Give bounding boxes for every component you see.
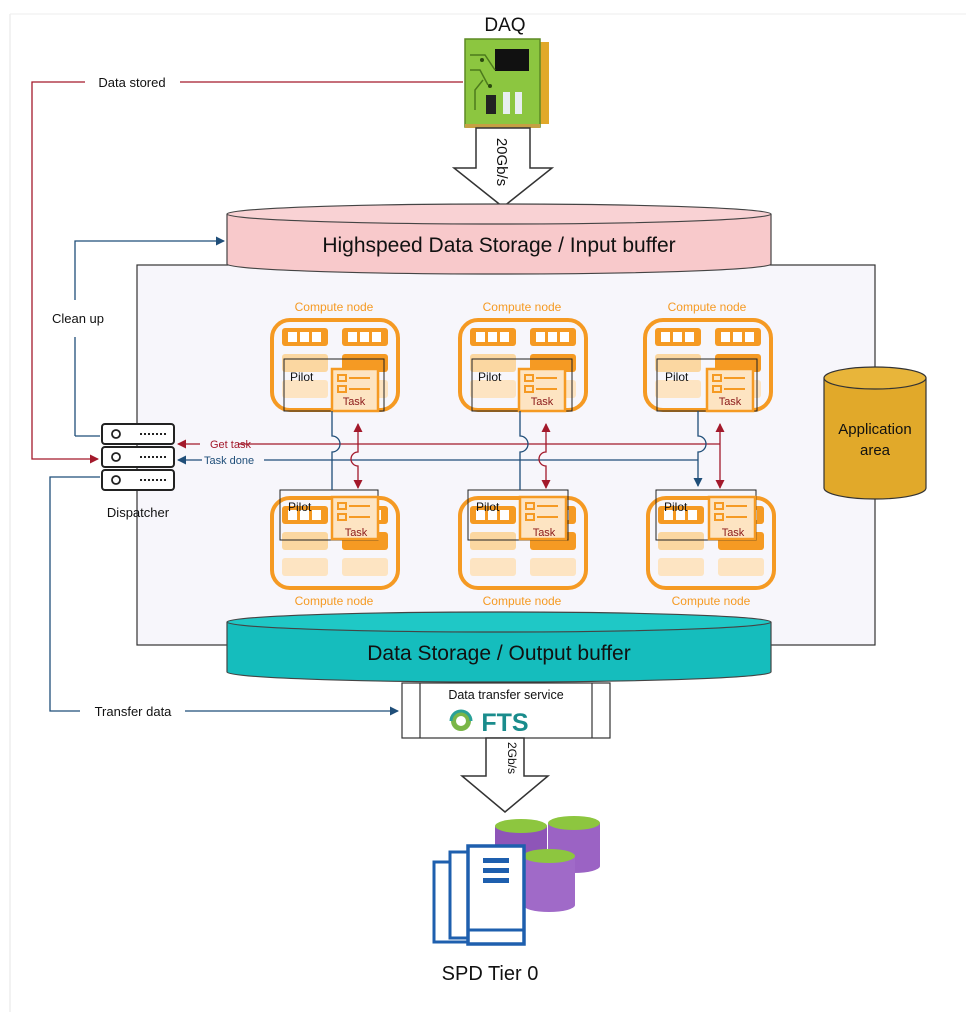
compute-node-6-title: Compute node xyxy=(672,594,751,608)
input-buffer-cylinder xyxy=(226,203,772,275)
compute-node-2-pilot: Pilot xyxy=(478,370,502,384)
compute-node-2-title: Compute node xyxy=(483,300,562,314)
get-task-label: Get task xyxy=(210,439,251,451)
compute-node-5-title: Compute node xyxy=(483,594,562,608)
transfer-data-link xyxy=(49,476,399,716)
compute-node-1-title: Compute node xyxy=(295,300,374,314)
node-connectors xyxy=(331,411,725,490)
clean-up-link xyxy=(74,236,225,437)
compute-node-1-task: Task xyxy=(343,396,366,408)
dispatcher-label: Dispatcher xyxy=(107,505,170,520)
daq-rate-label: 20Gb/s xyxy=(493,138,510,186)
compute-node-2-task: Task xyxy=(531,396,554,408)
compute-node-5: Pilot Task Compute node xyxy=(458,489,588,608)
compute-node-5-pilot: Pilot xyxy=(476,500,500,514)
fts-logo-text: FTS xyxy=(481,709,528,737)
dispatcher-server-icon xyxy=(101,423,175,491)
output-buffer-cylinder xyxy=(226,611,772,683)
data-stored-label: Data stored xyxy=(98,75,165,90)
application-area-line1: Application xyxy=(838,421,911,438)
clean-up-label: Clean up xyxy=(52,311,104,326)
compute-node-2: Compute node Pilot Task xyxy=(458,300,588,413)
fts-service-box xyxy=(401,682,611,739)
task-done-label: Task done xyxy=(204,455,254,467)
compute-node-4-title: Compute node xyxy=(295,594,374,608)
tier0-rate-arrow xyxy=(459,737,551,813)
compute-node-6-pilot: Pilot xyxy=(664,500,688,514)
compute-node-3-title: Compute node xyxy=(668,300,747,314)
application-area-cylinder xyxy=(823,366,927,500)
daq-board-icon xyxy=(464,38,549,128)
compute-node-6-task: Task xyxy=(722,527,745,539)
transfer-data-label: Transfer data xyxy=(95,704,173,719)
compute-node-5-task: Task xyxy=(533,527,556,539)
daq-title: DAQ xyxy=(484,15,525,36)
daq-rate-arrow xyxy=(451,127,555,208)
compute-node-1-pilot: Pilot xyxy=(290,370,314,384)
fts-service-label: Data transfer service xyxy=(448,688,563,702)
compute-node-4: Pilot Task Compute node xyxy=(270,489,400,608)
data-stored-link xyxy=(31,81,463,464)
input-buffer-label: Highspeed Data Storage / Input buffer xyxy=(322,234,675,257)
compute-node-3: Compute node Pilot Task xyxy=(643,300,773,413)
tier0-server-icon xyxy=(432,844,526,946)
tier0-label: SPD Tier 0 xyxy=(442,963,539,985)
output-buffer-label: Data Storage / Output buffer xyxy=(367,642,630,665)
fts-logo-icon xyxy=(449,709,473,731)
compute-node-3-pilot: Pilot xyxy=(665,370,689,384)
compute-node-3-task: Task xyxy=(719,396,742,408)
application-area-line2: area xyxy=(860,442,891,459)
tier0-rate-label: 2Gb/s xyxy=(505,742,519,774)
compute-node-1: Compute node Pilot Task xyxy=(270,300,400,413)
compute-node-6: Pilot Task Compute node xyxy=(646,489,776,608)
compute-node-4-task: Task xyxy=(345,527,368,539)
compute-node-4-pilot: Pilot xyxy=(288,500,312,514)
